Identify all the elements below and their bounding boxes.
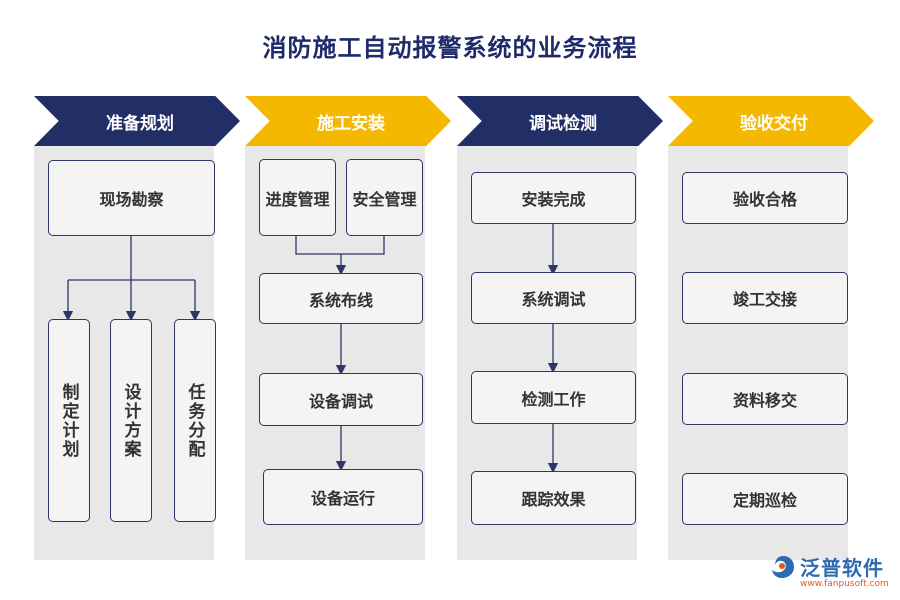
stage-header-accept: 验收交付 <box>668 96 874 146</box>
box-design-plan: 设计方案 <box>110 319 152 522</box>
box-device-running: 设备运行 <box>263 469 423 525</box>
brand-logo: 泛普软件 www.fanpusoft.com <box>770 552 895 596</box>
stage-header-install: 施工安装 <box>245 96 451 146</box>
box-track-effect: 跟踪效果 <box>471 471 636 525</box>
box-inspection-work: 检测工作 <box>471 371 636 424</box>
brand-url: www.fanpusoft.com <box>800 579 889 589</box>
stage-label: 验收交付 <box>740 113 808 134</box>
box-system-wiring: 系统布线 <box>259 273 423 324</box>
box-periodic-inspection: 定期巡检 <box>682 473 848 525</box>
stage-header-debug: 调试检测 <box>457 96 663 146</box>
box-site-survey: 现场勘察 <box>48 160 215 236</box>
brand-name: 泛普软件 <box>800 556 884 580</box>
box-document-transfer: 资料移交 <box>682 373 848 425</box>
box-system-debug: 系统调试 <box>471 272 636 324</box>
box-safety-mgmt: 安全管理 <box>346 159 423 236</box>
stage-header-prep: 准备规划 <box>34 96 240 146</box>
box-progress-mgmt: 进度管理 <box>259 159 336 236</box>
box-device-debug: 设备调试 <box>259 373 423 426</box>
box-task-assign: 任务分配 <box>174 319 216 522</box>
stage-label: 施工安装 <box>317 113 385 134</box>
box-completion-handover: 竣工交接 <box>682 272 848 324</box>
page-title: 消防施工自动报警系统的业务流程 <box>262 34 638 62</box>
stage-label: 调试检测 <box>529 113 597 134</box>
brand-mark-icon <box>772 556 794 578</box>
box-acceptance-pass: 验收合格 <box>682 172 848 224</box>
stage-label: 准备规划 <box>106 113 174 134</box>
box-install-complete: 安装完成 <box>471 172 636 224</box>
box-make-plan: 制定计划 <box>48 319 90 522</box>
